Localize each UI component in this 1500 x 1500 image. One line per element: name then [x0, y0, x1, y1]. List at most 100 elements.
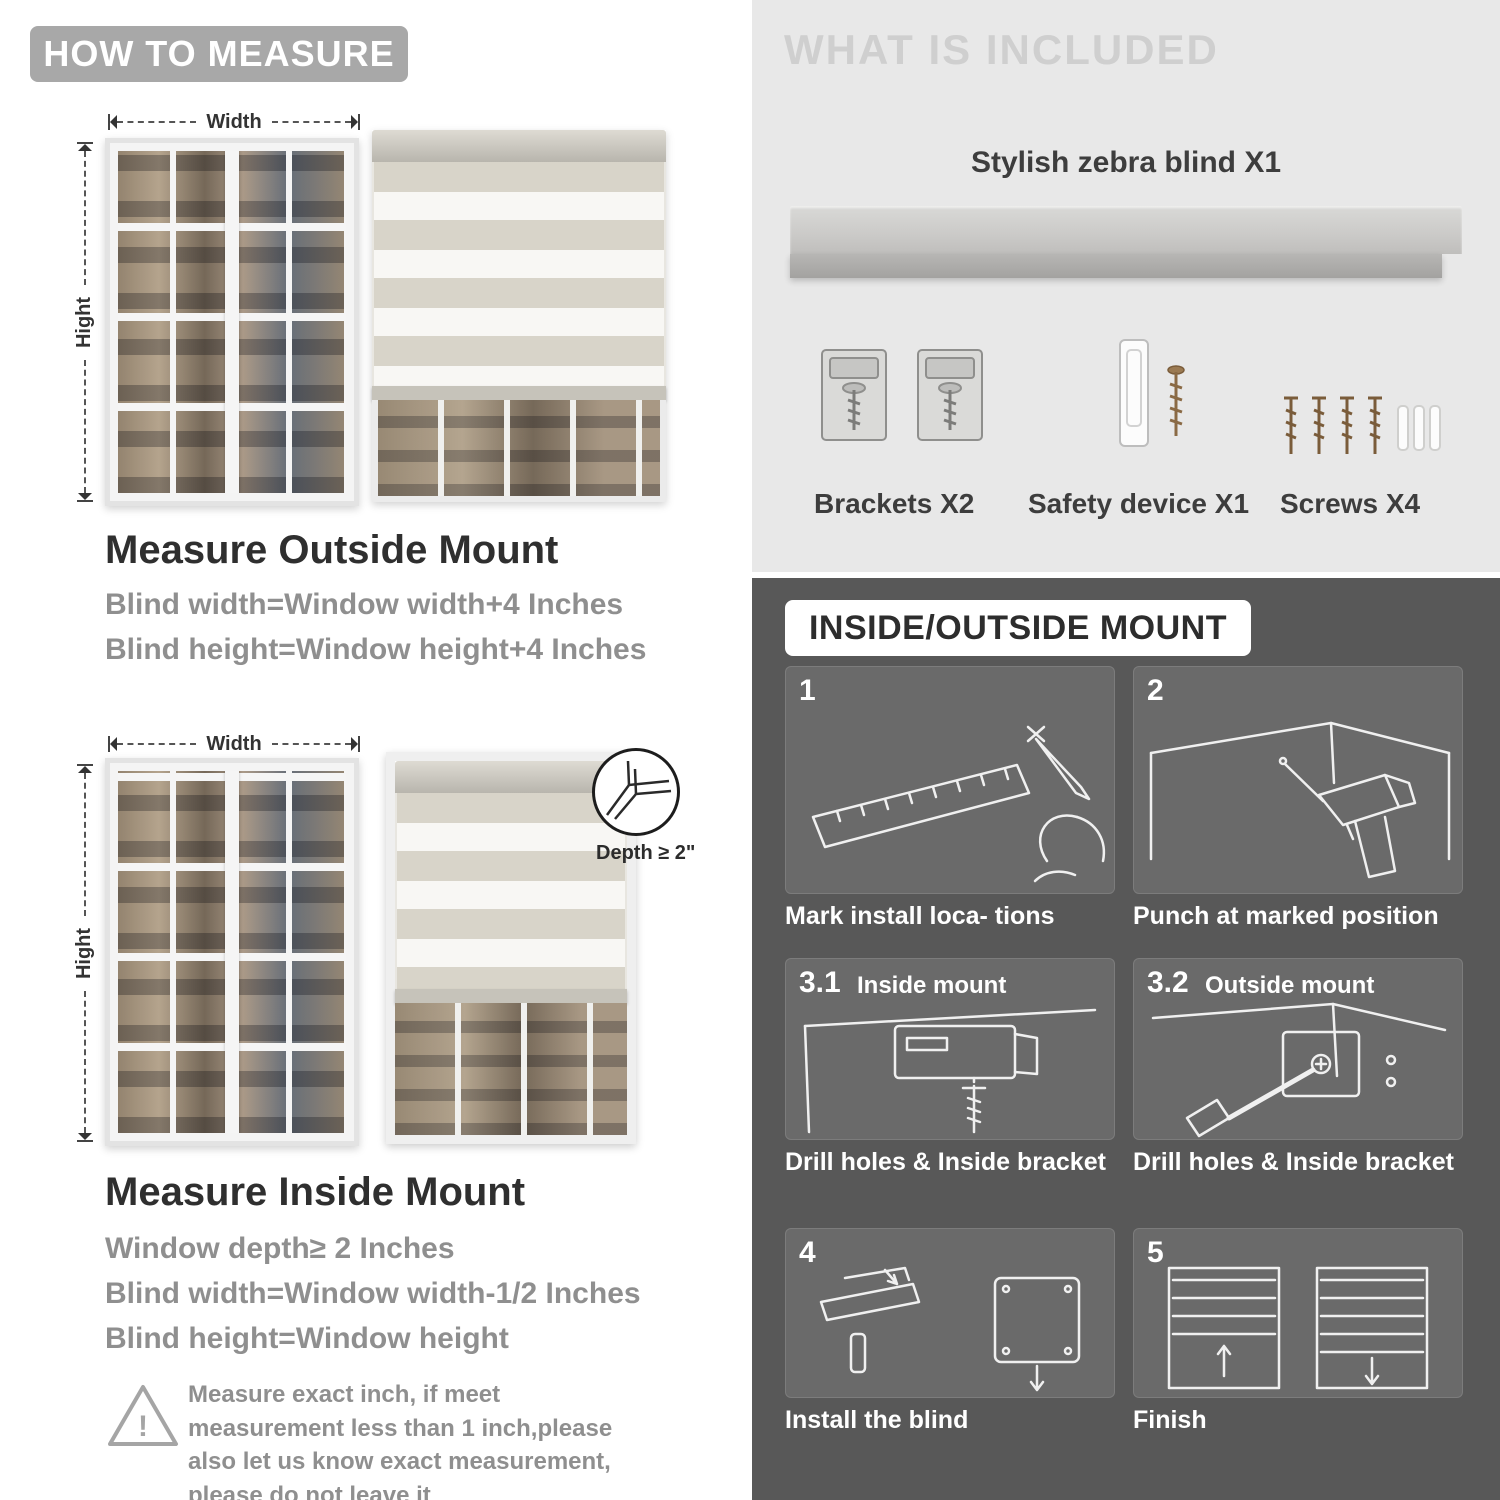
window-mullion: [225, 771, 239, 1133]
mount-title: INSIDE/OUTSIDE MOUNT: [808, 608, 1228, 647]
window-mullion: [225, 151, 239, 493]
outside-bracket-icon: [1151, 1002, 1447, 1138]
how-to-measure-banner: HOW TO MEASURE: [30, 26, 408, 82]
height-dimension-inside: Hight: [74, 764, 96, 1142]
mark-location-icon: [811, 725, 1106, 883]
window-below-blind: [395, 1003, 627, 1135]
window-grid: [395, 1003, 627, 1135]
arrow-up-icon: [78, 766, 92, 773]
blind-headrail: [395, 761, 627, 793]
inside-rule-1: Window depth≥ 2 Inches: [105, 1232, 455, 1265]
step-number: 3.1: [799, 966, 841, 999]
how-to-measure-title: HOW TO MEASURE: [43, 33, 395, 74]
mount-instructions-section: INSIDE/OUTSIDE MOUNT 1 Mark install loca…: [752, 578, 1500, 1500]
arrow-left-icon: [110, 737, 117, 751]
brackets-label: Brackets X2: [814, 488, 975, 519]
step-caption-1: Mark install loca- tions: [785, 902, 1055, 930]
step-number: 3.2: [1147, 966, 1189, 999]
drill-icon: [1149, 721, 1451, 879]
window-below-blind: [372, 400, 666, 502]
safety-device-label: Safety device X1: [1028, 488, 1250, 519]
mount-title-banner: INSIDE/OUTSIDE MOUNT: [785, 600, 1251, 656]
window-corner-icon: [605, 760, 672, 820]
dim-tick: [108, 736, 110, 752]
zebra-blind-illustration-inside: [386, 752, 636, 1144]
arrow-right-icon: [351, 115, 359, 129]
screws-label: Screws X4: [1280, 488, 1421, 519]
step-caption-2: Punch at marked position: [1133, 902, 1439, 930]
arrow-down-icon: [78, 493, 92, 500]
step-panel-2: 2: [1133, 666, 1463, 894]
headrail-front-face: [790, 254, 1442, 278]
zebra-blind-illustration-outside: [372, 130, 666, 502]
arrow-down-icon: [78, 1133, 92, 1140]
arrow-left-icon: [110, 115, 117, 129]
outside-rule-1: Blind width=Window width+4 Inches: [105, 588, 624, 621]
depth-callout-circle: [592, 748, 680, 836]
height-dimension-outside: Hight: [74, 142, 96, 502]
depth-label: Depth ≥ 2": [596, 842, 696, 864]
dim-dash: [271, 121, 352, 123]
screws-icon: [1272, 392, 1442, 464]
headrail-illustration: [790, 206, 1462, 278]
dim-dash: [117, 743, 197, 745]
step-panel-5: 5: [1133, 1228, 1463, 1398]
dim-dash: [84, 773, 86, 916]
step-number: 1: [799, 674, 816, 707]
dim-tick: [108, 114, 110, 130]
window-illustration-inside: [105, 758, 359, 1146]
dim-tick: [77, 500, 93, 502]
step-caption-3-1: Drill holes & Inside bracket: [785, 1148, 1106, 1176]
blind-bottomrail: [372, 386, 666, 400]
outside-mount-tag: Outside mount: [1205, 972, 1375, 999]
blind-headrail: [372, 130, 666, 162]
height-label: Hight: [73, 296, 96, 348]
svg-text:!: !: [138, 1410, 148, 1443]
window-grid: [378, 400, 660, 496]
measurement-note: Measure exact inch, if meet measurement …: [188, 1381, 613, 1500]
dim-tick: [77, 142, 93, 144]
blind-stripes: [372, 162, 666, 386]
dim-tick: [77, 764, 93, 766]
step-panel-3-2: 3.2 Outside mount: [1133, 958, 1463, 1140]
dim-dash: [84, 151, 86, 285]
window-panes: [118, 771, 346, 1133]
window-illustration-outside: [105, 138, 359, 506]
arrow-up-icon: [78, 144, 92, 151]
dim-dash: [84, 990, 86, 1133]
inside-rule-2: Blind width=Window width-1/2 Inches: [105, 1277, 641, 1310]
headrail-top-face: [790, 206, 1462, 254]
step-caption-5: Finish: [1133, 1406, 1207, 1434]
width-label: Width: [206, 110, 262, 133]
blind-stripes: [395, 793, 627, 989]
dim-tick: [77, 1140, 93, 1142]
outside-mount-title: Measure Outside Mount: [105, 528, 559, 572]
outside-rule-2: Blind height=Window height+4 Inches: [105, 633, 647, 666]
finish-blinds-icon: [1167, 1266, 1429, 1390]
inside-mount-title: Measure Inside Mount: [105, 1170, 526, 1214]
window-panes: [118, 151, 346, 493]
what-is-included-title: WHAT IS INCLUDED: [784, 26, 1219, 73]
step-number: 5: [1147, 1236, 1164, 1269]
step-panel-4: 4: [785, 1228, 1115, 1398]
step-number: 4: [799, 1236, 816, 1269]
height-label: Hight: [73, 927, 96, 979]
brackets-icon: [818, 344, 986, 448]
blind-bottomrail: [395, 989, 627, 1003]
width-dimension-inside: Width: [108, 732, 361, 755]
what-is-included-section: WHAT IS INCLUDED Stylish zebra blind X1: [752, 0, 1500, 572]
dim-tick: [358, 114, 361, 130]
dim-dash: [117, 121, 197, 123]
arrow-right-icon: [351, 737, 359, 751]
step-number: 2: [1147, 674, 1164, 707]
inside-mount-tag: Inside mount: [857, 972, 1007, 999]
warning-triangle-icon: !: [106, 1382, 180, 1450]
inside-rule-3: Blind height=Window height: [105, 1322, 509, 1355]
width-label: Width: [206, 732, 262, 755]
install-blind-icon: [819, 1266, 1081, 1392]
safety-device-icon: [1098, 336, 1208, 458]
step-panel-1: 1: [785, 666, 1115, 894]
step-caption-4: Install the blind: [785, 1406, 969, 1434]
dim-tick: [358, 736, 361, 752]
